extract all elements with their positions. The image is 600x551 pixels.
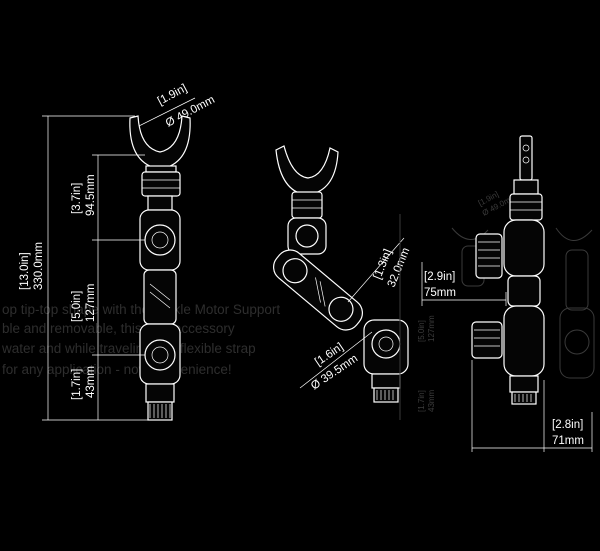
base-dimension-mm: 71mm xyxy=(552,435,584,447)
extension-arm xyxy=(143,269,177,325)
svg-text:43mm: 43mm xyxy=(427,389,436,412)
side-lower-housing xyxy=(503,305,545,377)
rod-holder-clamp xyxy=(129,115,191,169)
upper-neck xyxy=(147,195,173,211)
side-lower-knob xyxy=(471,321,503,359)
lower-ball xyxy=(144,339,176,371)
side-upper-housing xyxy=(503,219,545,277)
upper-ball xyxy=(144,224,176,256)
side-top-collar xyxy=(513,179,539,195)
side-upper-knob xyxy=(475,233,503,279)
clamp-dimension: [1.9in] Ø 49.0mm xyxy=(133,82,217,135)
clamp-collar xyxy=(145,165,177,173)
angled-base-collar xyxy=(371,373,401,389)
front-view: [1.9in] Ø 49.0mm [13.0in] 330.0mm xyxy=(19,82,217,421)
base-mount xyxy=(147,401,173,421)
total-height-in: [13.0in] xyxy=(19,252,31,290)
total-height-mm: 330.0mm xyxy=(33,242,45,290)
side-arm xyxy=(507,275,541,307)
svg-text:127mm: 127mm xyxy=(427,315,436,342)
side-top-knob xyxy=(509,193,543,221)
svg-text:[1.7in]: [1.7in] xyxy=(417,390,426,412)
angled-upper-knob xyxy=(291,191,323,219)
base-collar xyxy=(145,383,175,403)
upper-segment-mm: 94.5mm xyxy=(85,174,97,216)
side-base-collar xyxy=(509,375,539,393)
lower-segment-mm: 43mm xyxy=(85,366,97,398)
background-line-3: water and while traveling - its flexible… xyxy=(1,341,256,356)
offset-dimension-mm: 75mm xyxy=(424,287,456,299)
angled-rod-holder-clamp xyxy=(275,145,339,195)
side-view: [1.9in] Ø 49.0mm [5.0in] 127mm [1.7in] 4… xyxy=(399,135,595,452)
svg-text:[5.0in]: [5.0in] xyxy=(417,320,426,342)
base-dimension-in: [2.8in] xyxy=(552,419,583,431)
angled-base-mount xyxy=(373,387,399,403)
middle-segment-in: [5.0in] xyxy=(71,291,83,322)
angled-view: [1.3in] 32.0mm [1.6in] Ø 39.5mm xyxy=(273,145,412,403)
arm-dimension-line xyxy=(347,237,405,303)
ghost-part: [1.9in] Ø 49.0mm [5.0in] 127mm [1.7in] 4… xyxy=(399,190,595,420)
background-line-4: for any application - now convenience! xyxy=(2,362,232,377)
upper-knob xyxy=(141,171,181,197)
ball-dimension-line xyxy=(299,331,373,389)
middle-segment-mm: 127mm xyxy=(85,284,97,322)
side-top-stub xyxy=(519,135,533,181)
upper-segment-in: [3.7in] xyxy=(71,183,83,214)
offset-dimension-in: [2.9in] xyxy=(424,271,455,283)
side-base-mount xyxy=(511,391,537,405)
lower-segment-in: [1.7in] xyxy=(71,369,83,400)
angled-lower-ball xyxy=(371,329,401,359)
background-line-2: ble and removable, this cool accessory xyxy=(2,321,235,336)
background-line-1: op tip-top shape with the Tackle Motor S… xyxy=(2,302,280,317)
